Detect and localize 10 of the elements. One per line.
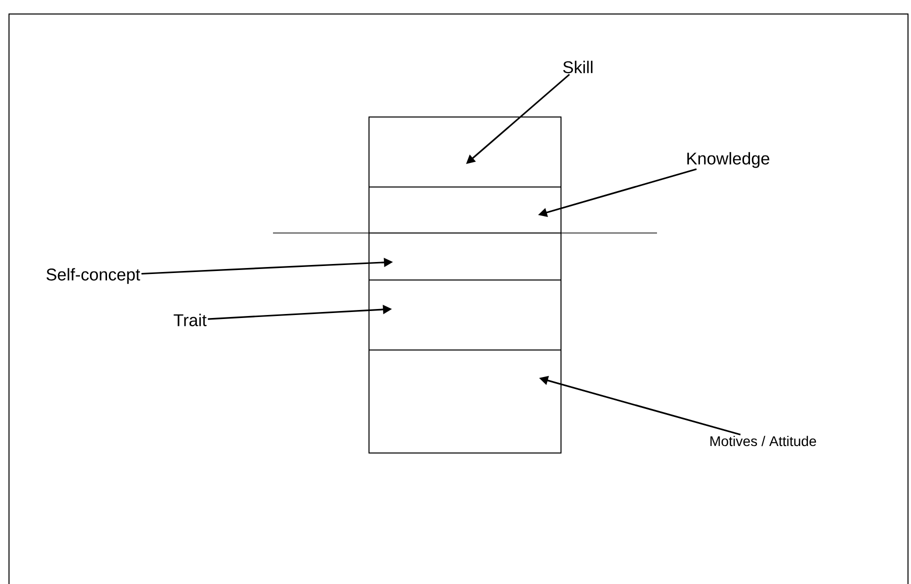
layer-label: Self-concept [46,268,140,284]
layer-label: Knowledge [687,152,770,168]
layer-box [368,280,562,350]
layer-label: Skill [563,60,592,74]
layer-label: Motives / Attitude [710,436,816,446]
layer-box [368,350,562,454]
layer-box [368,116,562,188]
layer-box [368,186,562,234]
layer-box [368,232,562,280]
layer-label: Trait [174,314,207,326]
